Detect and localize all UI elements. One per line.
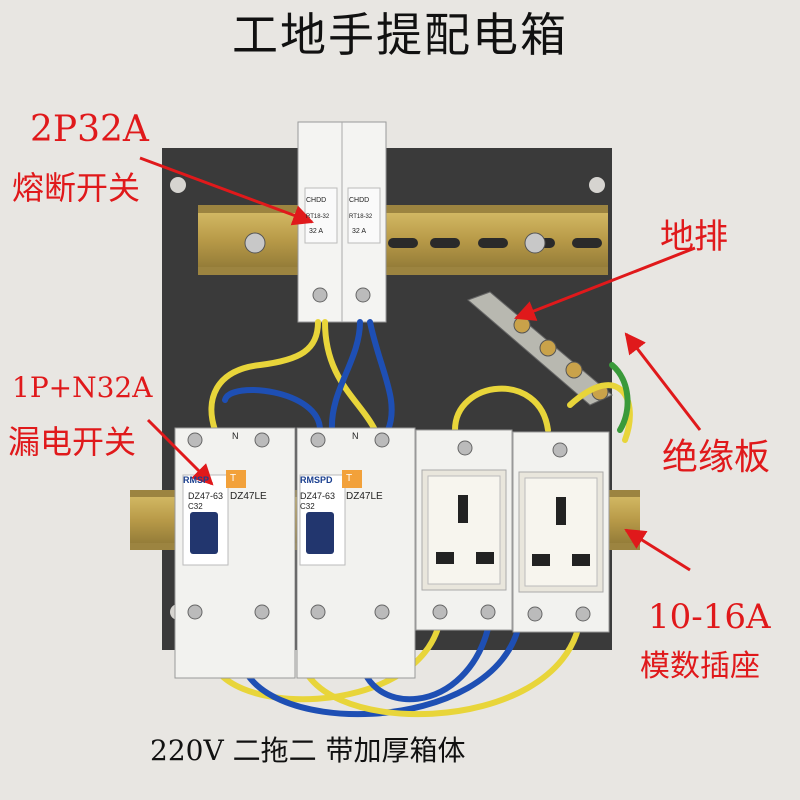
callout-leakage-breaker-name: 漏电开关 bbox=[8, 423, 137, 461]
breaker-model-label: DZ47-63 bbox=[188, 491, 224, 501]
breaker-t-label: T bbox=[230, 473, 237, 484]
top-din-rail bbox=[198, 205, 608, 275]
callout-ground-bar: 地排 bbox=[660, 217, 728, 257]
callout-sockets-rating: 10-16A bbox=[648, 597, 771, 637]
page-title: 工地手提配电箱 bbox=[232, 8, 568, 62]
leakage-breaker-2 bbox=[296, 427, 416, 679]
fuse-current-label: 32 A bbox=[309, 228, 324, 235]
leakage-breaker-1 bbox=[174, 427, 296, 679]
arrow-leakage-breaker bbox=[146, 418, 214, 486]
board-hole bbox=[170, 177, 186, 193]
callout-leakage-breaker-rating: 1P+N32A bbox=[12, 371, 153, 404]
breaker-model-label: DZ47LE bbox=[230, 491, 267, 502]
modular-socket-2 bbox=[512, 431, 610, 633]
callout-fuse-switch-rating: 2P32A bbox=[30, 109, 149, 150]
breaker-t-label: T bbox=[346, 473, 353, 484]
arrow-sockets bbox=[624, 528, 691, 572]
fuse-brand-label: CHDD bbox=[349, 197, 370, 204]
modular-socket-1 bbox=[415, 429, 513, 631]
breaker-brand-label: RMSPD bbox=[300, 475, 333, 485]
callout-fuse-switch-name: 熔断开关 bbox=[12, 169, 141, 207]
callout-insulation-board: 绝缘板 bbox=[662, 437, 771, 478]
arrow-insulation-board bbox=[624, 332, 702, 431]
breaker-curve-label: C32 bbox=[300, 502, 315, 511]
terminal-n-label: N bbox=[232, 431, 239, 441]
caption: 220V 二拖二 带加厚箱体 bbox=[150, 734, 466, 767]
breaker-curve-label: C32 bbox=[188, 502, 203, 511]
breaker-model-label: DZ47-63 bbox=[300, 491, 336, 501]
fuse-current-label: 32 A bbox=[352, 228, 367, 235]
wiring bbox=[207, 319, 633, 718]
annotation-arrows bbox=[139, 156, 702, 572]
breaker-brand-label: RMSP bbox=[183, 475, 210, 485]
arrow-fuse-switch bbox=[139, 156, 314, 226]
fuse-brand-label: CHDD bbox=[306, 197, 327, 204]
fuse-model-label: RT18-32 bbox=[306, 214, 330, 220]
board-hole bbox=[589, 177, 605, 193]
callout-sockets-name: 模数插座 bbox=[640, 649, 760, 684]
terminal-n-label: N bbox=[352, 431, 359, 441]
arrow-ground-bar bbox=[514, 246, 696, 321]
fuse-model-label: RT18-32 bbox=[349, 214, 373, 220]
breaker-model-label: DZ47LE bbox=[346, 491, 383, 502]
